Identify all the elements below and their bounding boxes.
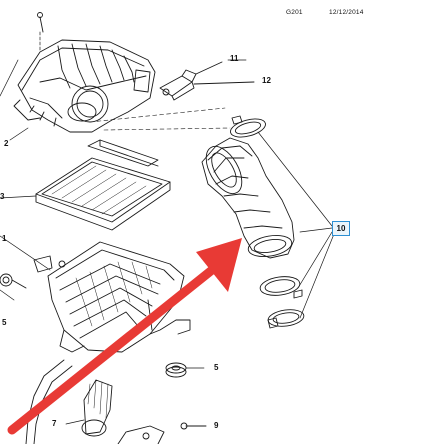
- hose-clamp-upper: [230, 115, 266, 138]
- outlet-duct: [65, 379, 113, 437]
- grommet: [165, 362, 205, 378]
- air-box-cover: [13, 39, 156, 133]
- hose-clamp-lower-1: [259, 276, 303, 299]
- hose-clamp-lower-2: [267, 309, 305, 329]
- callout-5-left: 5: [2, 318, 7, 327]
- lower-bracket: [117, 422, 207, 444]
- callout-2: 2: [4, 139, 9, 148]
- callout-10-highlight[interactable]: 10: [332, 221, 350, 236]
- air-box-lower: [0, 235, 191, 353]
- callout-12: 12: [262, 76, 271, 85]
- red-arrow-annotation: [7, 238, 242, 435]
- callout-5-right: 5: [214, 363, 219, 372]
- air-filter-element: [0, 139, 171, 231]
- left-bracket: [0, 273, 27, 289]
- callout-10-label: 10: [336, 224, 346, 233]
- callout-11: 11: [230, 54, 239, 63]
- callout-7: 7: [52, 419, 57, 428]
- intake-hose: [201, 137, 295, 259]
- diagram-code: G201: [286, 9, 303, 16]
- mass-air-sensor: [159, 61, 255, 101]
- leader-lines-10: [257, 131, 335, 319]
- bolt-top: [37, 12, 44, 33]
- callout-1: 1: [2, 234, 7, 243]
- callout-9: 9: [214, 421, 219, 430]
- diagram-date: 12/12/2014: [329, 9, 364, 16]
- callout-3: 3: [0, 192, 5, 201]
